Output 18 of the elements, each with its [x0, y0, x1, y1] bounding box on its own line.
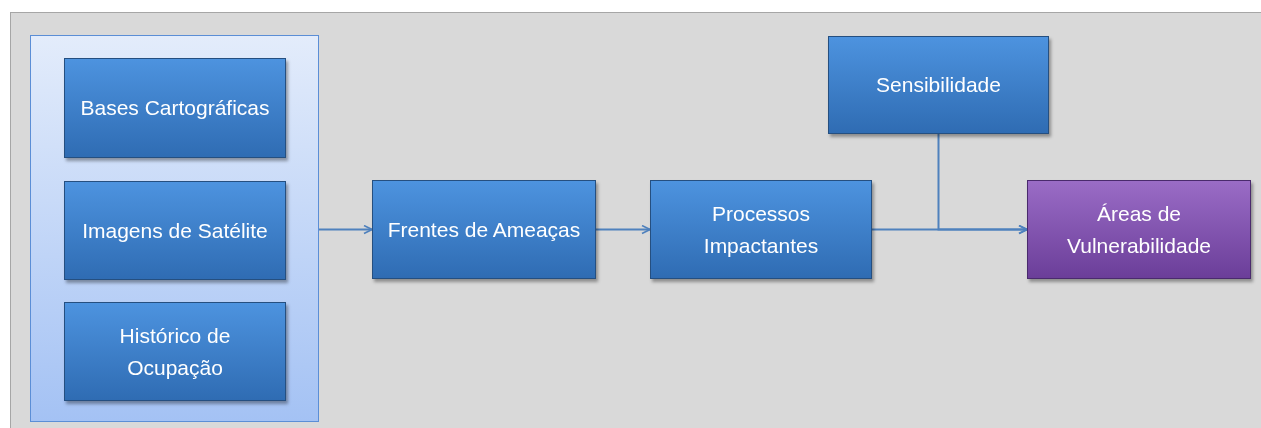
process-box — [64, 181, 286, 280]
process-box — [64, 302, 286, 401]
box-label: Bases Cartográficas — [79, 95, 271, 122]
arrow — [318, 224, 373, 235]
process-box — [372, 180, 596, 279]
process-box — [650, 180, 872, 279]
result-box — [1027, 180, 1251, 279]
box-label: Sensibilidade — [875, 72, 1002, 99]
group-panel — [30, 35, 319, 422]
box-label: Áreas de Vulnerabilidade — [1066, 201, 1212, 259]
process-box — [828, 36, 1049, 134]
box-label: Processos Impactantes — [702, 201, 820, 259]
box-label: Frentes de Ameaças — [386, 216, 582, 243]
box-label: Imagens de Satélite — [81, 217, 269, 244]
box-label: Histórico de Ocupação — [118, 323, 232, 381]
arrow — [595, 224, 651, 235]
arrow — [937, 133, 1028, 235]
process-box — [64, 58, 286, 158]
